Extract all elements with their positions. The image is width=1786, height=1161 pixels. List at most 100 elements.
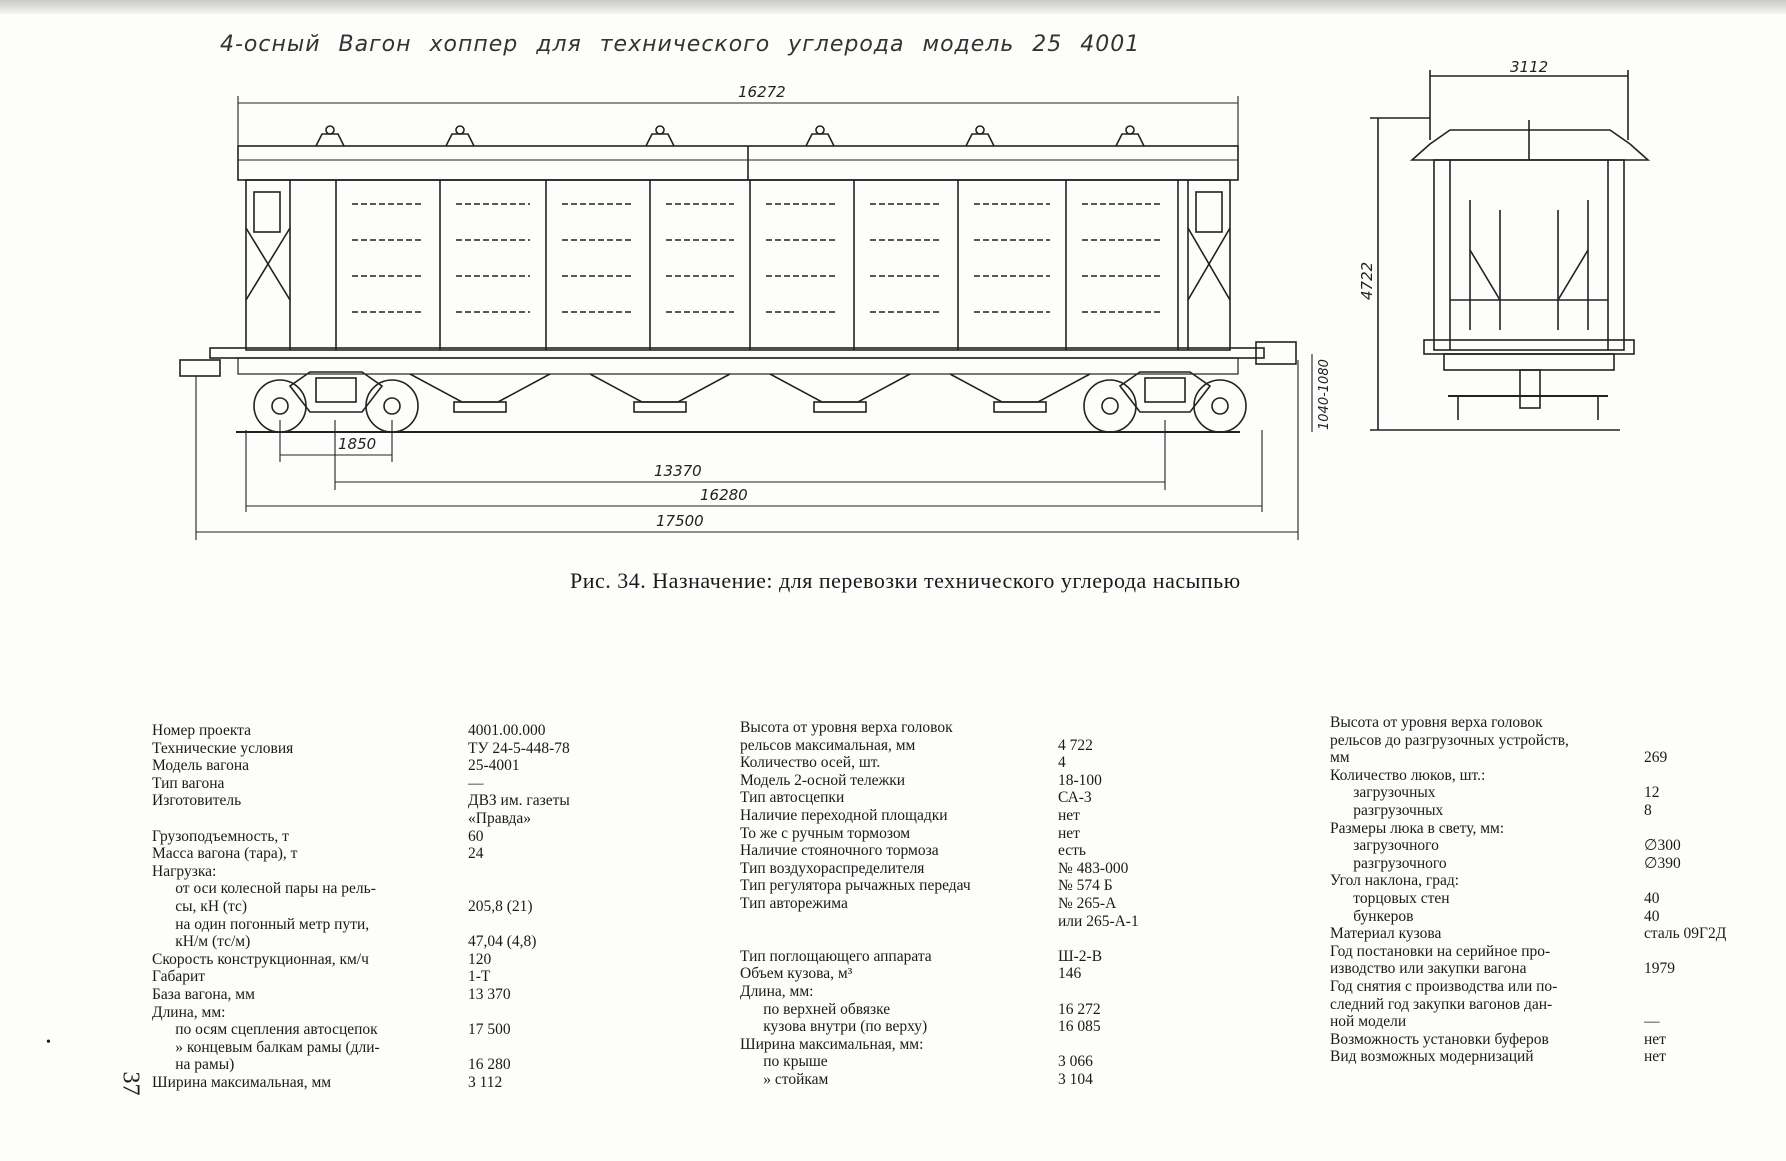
spec-value: нет [1058,806,1080,824]
spec-row: Номер проекта 4001.00.000 [152,722,592,740]
spec-label: Тип регулятора рычажных передач [740,877,971,895]
spec-row: Год постановки на серийное про- [1330,943,1770,961]
hopper-icon [813,401,867,413]
dim-bogie-base: 1850 [338,435,376,453]
spec-row: Технические условия ТУ 24-5-448-78 [152,740,592,758]
spec-label: Вид возможных модернизаций [1330,1048,1534,1066]
wheel-icon [271,397,289,415]
spec-label: Тип вагона [152,774,225,792]
spec-row: Объем кузова, м³ 146 [740,965,1180,983]
spec-value: 13 370 [468,985,511,1003]
spec-label: разгрузочных [1330,801,1444,819]
spec-row: Наличие переходной площадки нет [740,807,1180,825]
wheel-icon [1101,397,1119,415]
spec-value: 3 066 [1058,1053,1093,1071]
hatch-icon [325,125,335,135]
spec-label: ной модели [1330,1013,1407,1031]
spec-label: по верхней обвязке [740,1000,891,1018]
spec-label: от оси колесной пары на рель- [152,880,376,898]
spec-label: Угол наклона, град: [1330,872,1460,890]
spec-value: 3 104 [1058,1070,1093,1088]
spec-label: Номер проекта [152,722,251,739]
spec-value: 146 [1058,965,1082,983]
spec-value: — [468,774,484,792]
spec-row: Размеры люка в свету, мм: [1330,820,1770,838]
spec-value: 40 [1644,889,1660,907]
spec-row: » концевым балкам рамы (дли- [152,1039,592,1057]
spec-label: Ширина максимальная, мм [152,1073,332,1091]
spec-label: Наличие стояночного тормоза [740,842,939,860]
spec-label: Габарит [152,968,206,986]
spec-value: 25-4001 [468,757,520,775]
margin-mark: • [46,1035,51,1050]
dim-frame-length: 16280 [700,486,748,504]
hopper-icon [409,373,551,403]
hatch-icon [815,125,825,135]
dim-body-length: 16272 [738,83,786,101]
spec-label: сы, кН (тс) [152,897,248,915]
spec-label: Технические условия [152,739,294,757]
spec-value: 4 722 [1058,736,1093,754]
spec-label: Материал кузова [1330,925,1442,943]
spec-value: № 265-А [1058,894,1117,912]
spec-row: Год снятия с производства или по- [1330,978,1770,996]
spec-label: Возможность установки буферов [1330,1030,1549,1048]
spec-value: или 265-А-1 [1058,912,1139,930]
spec-row: сы, кН (тс)205,8 (21) [152,898,592,916]
scan-edge [0,0,1786,14]
hopper-icon [589,373,731,403]
spec-label: по осям сцепления автосцепок [152,1021,378,1039]
bogie-frame [288,371,384,413]
spec-value: 40 [1644,907,1660,925]
spec-label: » концевым балкам рамы (дли- [152,1038,380,1056]
hopper-wagon-drawing: 16272 3112 4722 1040-1080 1850 13370 162… [179,58,1651,540]
spec-value: ∅390 [1644,854,1681,872]
hatch-icon [455,125,465,135]
spec-value: ТУ 24-5-448-78 [468,739,570,757]
spec-row: разгрузочного∅390 [1330,855,1770,873]
spec-label: Наличие переходной площадки [740,806,948,824]
spec-value: ∅300 [1644,837,1681,855]
spec-value: № 574 Б [1058,877,1113,895]
spec-value: 4001.00.000 [468,722,546,739]
hopper-icon [769,373,911,403]
spec-row: на рамы)16 280 [152,1056,592,1074]
hatch-icon [315,133,345,147]
spec-row: по осям сцепления автосцепок 17 500 [152,1021,592,1039]
spec-value: 18-100 [1058,771,1102,789]
spec-label: Объем кузова, м³ [740,965,853,983]
spec-row: «Правда» [152,810,592,828]
wheel-icon [1211,397,1229,415]
dim-coupling-length: 17500 [656,512,704,530]
spec-label: » стойкам [740,1070,829,1088]
spec-label: кузова внутри (по верху) [740,1018,928,1036]
spec-value: 12 [1644,784,1660,802]
spec-row: загрузочного∅300 [1330,837,1770,855]
handwritten-title: 4-осный Вагон хоппер для технического уг… [220,32,1141,57]
hatch-icon [445,133,475,147]
spec-value: 17 500 [468,1021,511,1039]
spec-row: кузова внутри (по верху) 16 085 [740,1018,1180,1036]
spec-value: 16 085 [1058,1018,1101,1036]
spec-value: 3 112 [468,1073,503,1091]
spec-row: Ширина максимальная, мм 3 112 [152,1074,592,1092]
spec-value: 4 [1058,754,1066,772]
spec-label: Грузоподъемность, т [152,827,289,845]
spec-row: Высота от уровня верха головок [1330,714,1770,732]
